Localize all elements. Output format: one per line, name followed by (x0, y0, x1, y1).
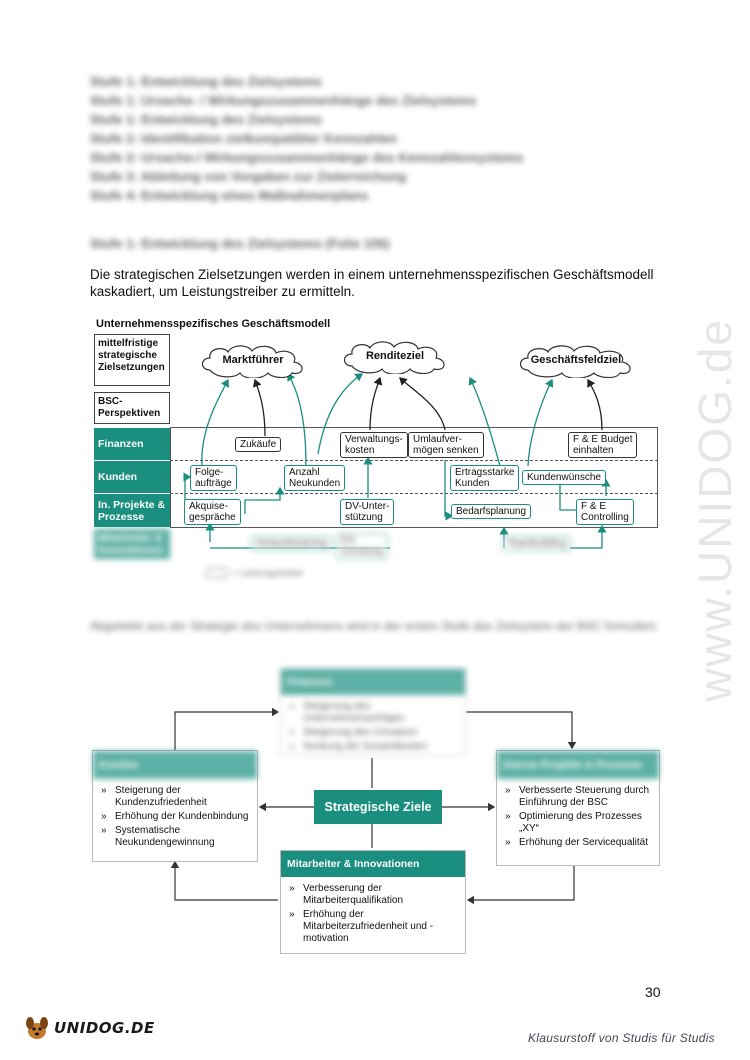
intro-paragraph: Die strategischen Zielsetzungen werden i… (90, 267, 654, 299)
diagram-title: Unternehmensspezifisches Geschäftsmodell (96, 318, 331, 330)
panel-finanzen-title: Finanzen (281, 669, 465, 695)
legend-box-icon (206, 568, 228, 578)
toc-line: Stufe 1: Entwicklung des Zielsystems (90, 74, 322, 89)
node-ertragsstarke-kunden: Ertragsstarke Kunden (450, 465, 520, 491)
list-item: Systematische Neukundengewinnung (101, 825, 249, 849)
row-divider (170, 493, 658, 494)
list-item: Steigerung des Umsatzes (289, 727, 457, 739)
page-number: 30 (645, 984, 661, 1000)
cloud-marktfuehrer: Marktführer (198, 342, 308, 378)
footer-logo: UNIDOG.DE (22, 1014, 155, 1042)
node-fe-budget: F & E Budget einhalten (568, 432, 638, 458)
dog-logo-icon (26, 1017, 48, 1039)
node-teambuilding: Teambuilding (502, 536, 571, 551)
node-fe-controlling: F & E Controlling (576, 499, 634, 525)
toc-line: Stufe 1: Ursache- / Wirkungszusammenhäng… (90, 93, 477, 108)
footer-tagline: Klausurstoff von Studis für Studis (528, 1031, 715, 1045)
node-dv-unterstuetzung: DV-Unter- stützung (340, 499, 395, 525)
footer-brand: UNIDOG.DE (54, 1019, 155, 1037)
list-item: Verbesserung der Mitarbeiterqualifikatio… (289, 883, 457, 907)
cloud-shape-icon (201, 345, 303, 378)
list-item: Erhöhung der Servicequalität (505, 837, 651, 849)
panel-kunden: Kunden Steigerung der Kundenzufriedenhei… (92, 750, 258, 862)
node-kundenwuensche: Kundenwünsche (522, 470, 606, 485)
list-item: Optimierung des Prozesses „XY“ (505, 811, 651, 835)
row-mitarbeiter: Mitarbeiter & Innovationen (94, 529, 170, 559)
panel-interne-prozesse: Interne Projekte & Prozesse Verbesserte … (496, 750, 660, 866)
node-anzahl-neukunden: Anzahl Neukunden (284, 465, 346, 491)
row-divider (170, 527, 658, 528)
geschaeftsmodell-diagram: Unternehmensspezifisches Geschäftsmodell… (90, 314, 665, 584)
row-divider (170, 460, 658, 461)
cloud-geschaeftsfeldziel: Geschäftsfeldziel (516, 342, 636, 378)
toc-line: Stufe 4: Entwicklung eines Maßnahmenplan… (90, 188, 369, 203)
node-verkaufstraining: Verkaufstraining (250, 536, 332, 551)
panel-finanzen: Finanzen Steigerung des Unternehmenserfo… (280, 668, 466, 756)
cloud-shape-icon (343, 341, 445, 374)
toc-line: Stufe 3: Ableitung von Vorgaben zur Ziel… (90, 169, 407, 184)
strategische-ziele-box: Strategische Ziele (314, 790, 442, 824)
toc-line: Stufe 2: Ursache-/ Wirkungszusammenhänge… (90, 150, 524, 165)
list-item: Verbesserte Steuerung durch Einführung d… (505, 785, 651, 809)
diagram-legend: = Leistungstreiber (206, 568, 304, 578)
cloud-renditeziel: Renditeziel (340, 338, 450, 374)
node-bedarfsplanung: Bedarfsplanung (451, 504, 532, 519)
toc-list: Stufe 1: Entwicklung des Zielsystems Stu… (90, 72, 610, 205)
toc-line: Stufe 1: Entwicklung des Zielsystems (90, 112, 322, 127)
label-bsc-perspektiven: BSC-Perspektiven (94, 392, 170, 424)
node-verwaltungskosten: Verwaltungs- kosten (340, 432, 408, 458)
panel-interne-title: Interne Projekte & Prozesse (497, 751, 659, 779)
cloud-shape-icon (519, 345, 631, 378)
row-finanzen: Finanzen (94, 428, 170, 460)
panel-mitarbeiter-title: Mitarbeiter & Innovationen (281, 851, 465, 877)
row-prozesse: In. Projekte & Prozesse (94, 494, 170, 527)
list-item: Erhöhung der Kundenbindung (101, 811, 249, 823)
toc-line: Stufe 2: Identifikation zielkompatibler … (90, 131, 397, 146)
list-item: Erhöhung der Mitarbeiterzufriedenheit un… (289, 909, 457, 945)
row-kunden: Kunden (94, 461, 170, 493)
second-paragraph: Abgeleitet aus der Strategie des Unterne… (90, 619, 659, 633)
node-akquisegespraeche: Akquise- gespräche (184, 499, 241, 525)
node-folgeauftraege: Folge- aufträge (190, 465, 237, 491)
panel-mitarbeiter: Mitarbeiter & Innovationen Verbesserung … (280, 850, 466, 954)
section-heading: Stufe 1: Entwicklung des Zielsystems (Fo… (90, 236, 390, 251)
label-strategische-ziele: mittelfristige strategische Zielsetzunge… (94, 334, 170, 386)
list-item: Steigerung des Unternehmenserfolges (289, 701, 457, 725)
node-umlaufvermoegen: Umlaufver- mögen senken (408, 432, 484, 458)
strategische-ziele-diagram: Finanzen Steigerung des Unternehmenserfo… (90, 664, 662, 960)
list-item: Steigerung der Kundenzufriedenheit (101, 785, 249, 809)
list-item: Senkung der Gesamtkosten (289, 741, 457, 753)
panel-kunden-title: Kunden (93, 751, 257, 779)
connector-arrows (183, 372, 611, 549)
connector-arrows (170, 707, 577, 905)
node-dv-schulung: DV- Schulung (336, 533, 388, 559)
node-zukaeufe: Zukäufe (235, 437, 282, 452)
